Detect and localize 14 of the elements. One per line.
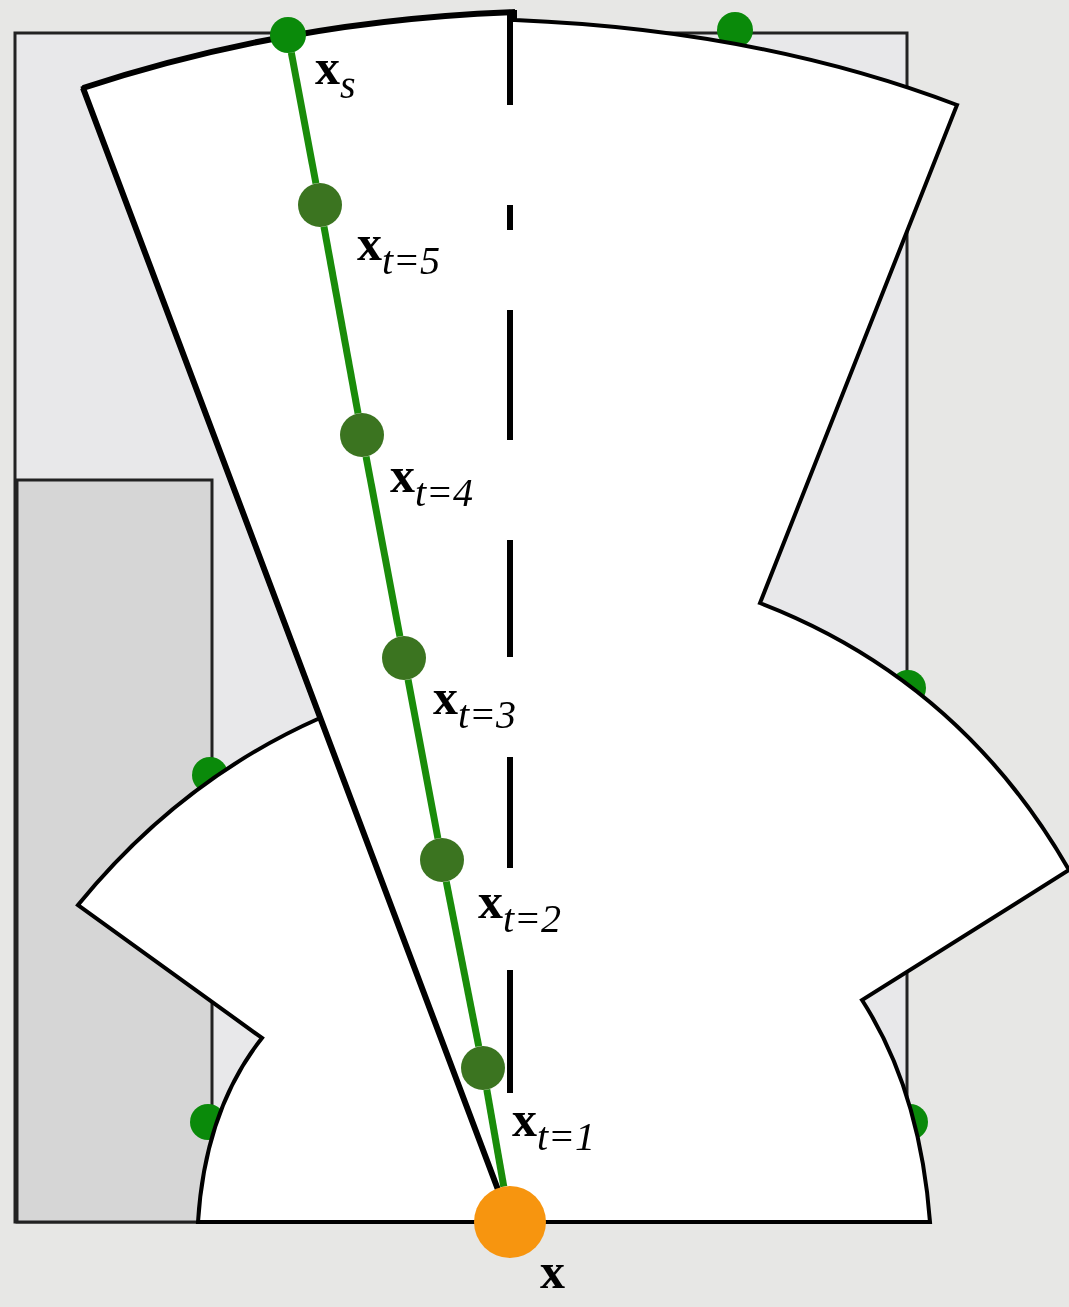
point-label: x$_{t=5}$ <box>357 218 441 281</box>
path-line <box>320 226 362 414</box>
path-line <box>404 678 442 840</box>
path-line <box>287 52 320 185</box>
path-line <box>483 1089 508 1188</box>
point-marker <box>270 17 306 53</box>
point-label: x$_{t=4}$ <box>390 450 474 513</box>
point-label: x$_{t=2}$ <box>478 876 562 939</box>
point-label: x$_{s}$ <box>315 42 356 105</box>
point-label: x$_{t=3}$ <box>433 672 517 735</box>
path-line <box>362 455 404 638</box>
point-label: x$_{t=1}$ <box>512 1094 596 1157</box>
point-label: x <box>540 1246 565 1296</box>
path-line <box>442 880 483 1048</box>
